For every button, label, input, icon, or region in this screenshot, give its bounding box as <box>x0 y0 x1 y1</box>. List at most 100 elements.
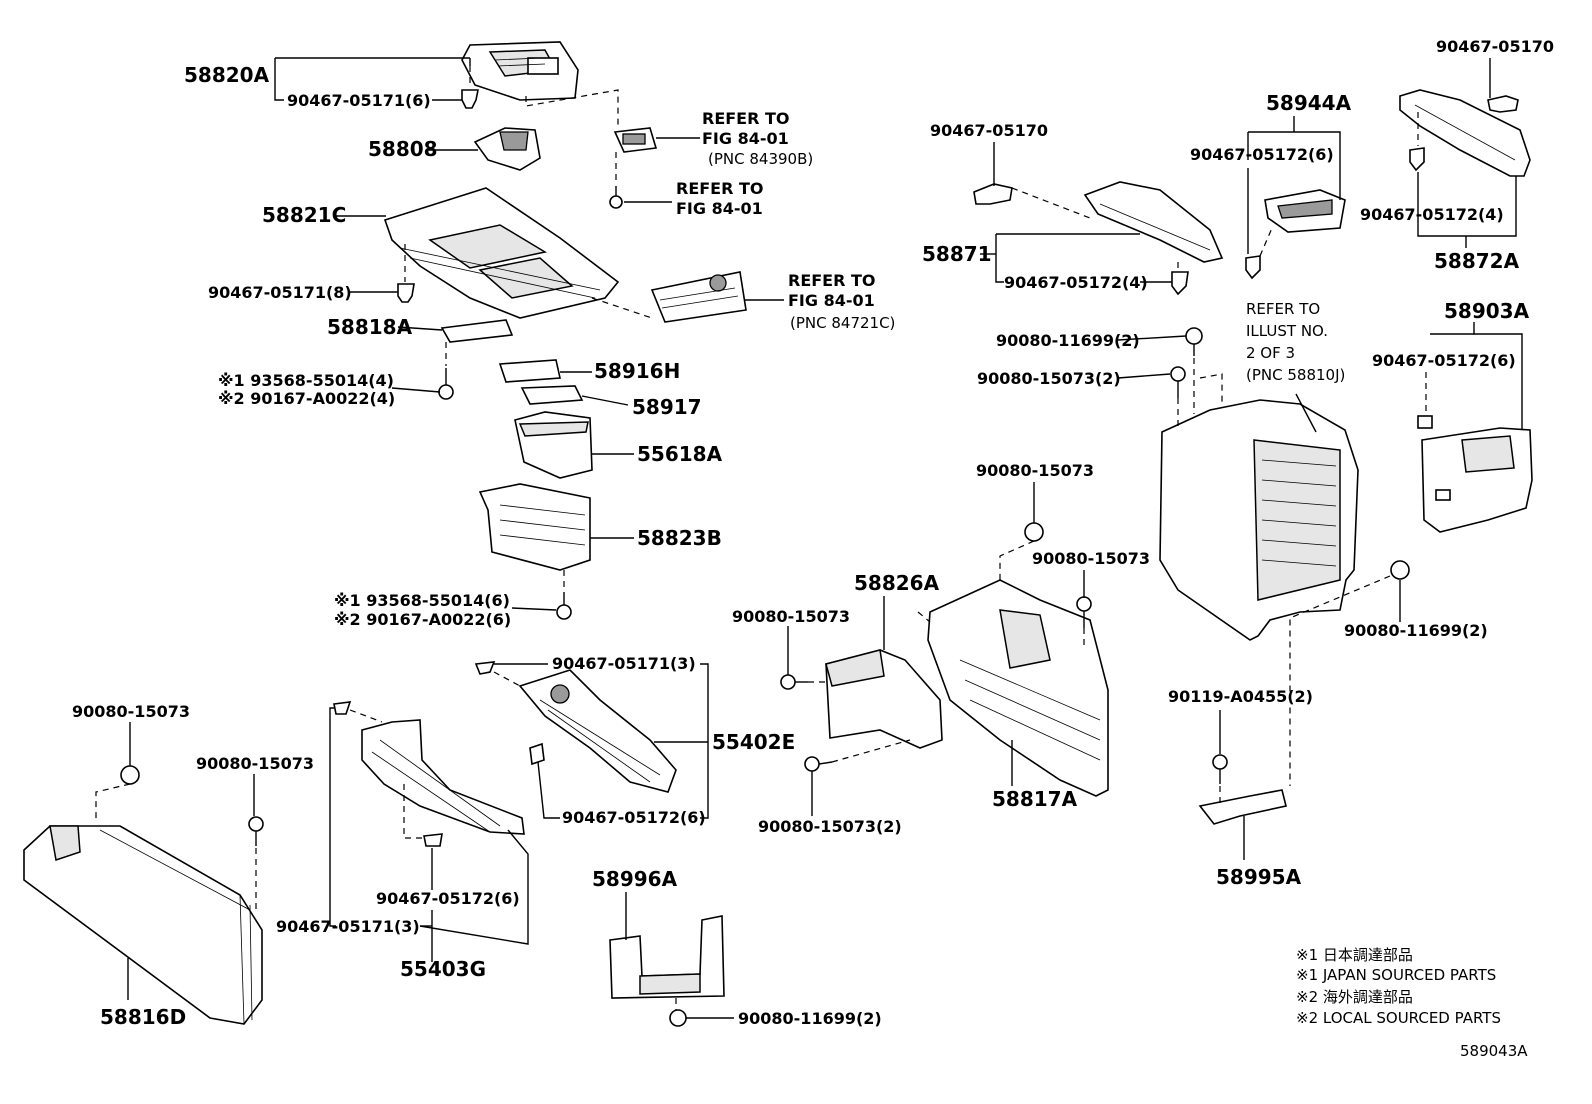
label-58808: 58808 <box>368 137 438 161</box>
label-58821C: 58821C <box>262 203 346 227</box>
refer-58810J-line4: (PNC 58810J) <box>1246 366 1345 384</box>
screw-90080-15073-d <box>804 756 833 772</box>
label-90467-05172-4-b: 90467-05172(4) <box>1360 205 1504 224</box>
label-90080-15073-2-b: 90080-15073(2) <box>977 369 1121 388</box>
part-58816D-drawing <box>23 825 263 1025</box>
screw-refer-fig <box>609 186 623 209</box>
screw-90080-15073-f <box>1076 596 1092 628</box>
clip-90467-05172-b <box>423 833 443 847</box>
label-58820A: 58820A <box>184 63 270 87</box>
nut-90080-11699-c <box>1390 560 1410 580</box>
refer-84390B-line3: (PNC 84390B) <box>708 150 813 168</box>
screw-90080-15073-b <box>248 816 264 846</box>
note-1-en: ※1 JAPAN SOURCED PARTS <box>1296 966 1496 984</box>
label-55402E: 55402E <box>712 730 795 754</box>
nut-90080-15073-a <box>120 765 140 785</box>
label-90167-A0022-6: ※2 90167-A0022(6) <box>334 610 511 629</box>
label-90467-05171-8: 90467-05171(8) <box>208 283 352 302</box>
refer-84721C-line1: REFER TO <box>788 271 876 290</box>
label-90080-15073-e: 90080-15073 <box>1032 549 1150 568</box>
label-58816D: 58816D <box>100 1005 186 1029</box>
label-90467-05172-4-a: 90467-05172(4) <box>1004 273 1148 292</box>
clip-90467-05172-c <box>1171 271 1189 296</box>
label-58996A: 58996A <box>592 867 678 891</box>
part-58808-drawing <box>473 127 541 171</box>
clip-90467-05171-b <box>397 283 415 303</box>
nut-90080-11699-a <box>669 1009 687 1027</box>
part-58903A-drawing <box>1421 427 1533 533</box>
labels-left-column: 58820A 90467-05171(6) 58808 58821C 90467… <box>72 63 882 1029</box>
label-90080-15073-2-a: 90080-15073(2) <box>758 817 902 836</box>
note-2-en: ※2 LOCAL SOURCED PARTS <box>1296 1009 1501 1027</box>
label-58871: 58871 <box>922 242 992 266</box>
label-58826A: 58826A <box>854 571 940 595</box>
clip-90467-05171-a <box>461 89 479 109</box>
label-58817A: 58817A <box>992 787 1078 811</box>
refer-84721C-line3: (PNC 84721C) <box>790 314 895 332</box>
clip-90467-05172-d <box>1245 255 1261 280</box>
refer-58810J-line2: ILLUST NO. <box>1246 322 1328 340</box>
label-90080-15073-left: 90080-15073 <box>72 702 190 721</box>
part-58820A-drawing <box>461 41 579 101</box>
label-55403G: 55403G <box>400 957 486 981</box>
refer-58810J-line1: REFER TO <box>1246 300 1320 318</box>
screw-90119-A0455 <box>1212 754 1228 784</box>
screw-90080-15073-c <box>780 674 808 690</box>
label-90467-05172-6-b: 90467-05172(6) <box>376 889 520 908</box>
label-55618A: 55618A <box>637 442 723 466</box>
module-84390B-drawing <box>613 127 658 153</box>
clip-90467-05170-a <box>973 183 1013 205</box>
label-93568-55014-6: ※1 93568-55014(6) <box>334 591 510 610</box>
leader-lines <box>95 57 1523 1019</box>
note-1-jp: ※1 日本調達部品 <box>1296 946 1413 964</box>
clip-90467-05171-c <box>474 661 496 675</box>
part-55402E-drawing <box>518 669 677 793</box>
labels-middle: 90080-15073 58826A 90080-15073(2) 90467-… <box>732 121 1150 836</box>
part-58996A-drawing <box>609 915 725 999</box>
labels-right: 58944A 90467-05172(6) 90467-05170 90467-… <box>1168 37 1554 889</box>
label-58916H: 58916H <box>594 359 680 383</box>
part-58817A-drawing <box>927 579 1109 797</box>
clip-90467-05172-e <box>1409 147 1425 172</box>
clip-90467-05172-a <box>529 742 545 766</box>
screw-93568-a <box>438 368 454 400</box>
part-58995A-drawing <box>1198 789 1287 825</box>
label-90080-11699-2-b: 90080-11699(2) <box>1344 621 1488 640</box>
label-90080-15073-mid: 90080-15073 <box>196 754 314 773</box>
screw-90080-15073-g <box>1170 366 1186 398</box>
refer-84390B-line1: REFER TO <box>702 109 790 128</box>
part-58821C-drawing <box>383 187 620 319</box>
label-90467-05170-b: 90467-05170 <box>1436 37 1554 56</box>
part-58823B-drawing <box>478 483 591 571</box>
label-90080-15073-d: 90080-15073 <box>976 461 1094 480</box>
label-58917: 58917 <box>632 395 702 419</box>
label-90467-05171-3-a: 90467-05171(3) <box>552 654 696 673</box>
label-90080-15073-c: 90080-15073 <box>732 607 850 626</box>
label-90467-05172-6-d: 90467-05172(6) <box>1372 351 1516 370</box>
part-58944A-drawing <box>1264 189 1346 233</box>
part-55618A-drawing <box>514 411 593 479</box>
refer-58810J-line3: 2 OF 3 <box>1246 344 1295 362</box>
label-58872A: 58872A <box>1434 249 1520 273</box>
clip-90467-05172-f <box>1417 415 1433 429</box>
part-58826A-drawing <box>825 649 943 749</box>
label-90467-05170-a: 90467-05170 <box>930 121 1048 140</box>
console-box-drawing <box>1159 399 1359 641</box>
label-58823B: 58823B <box>637 526 722 550</box>
part-58818A-drawing <box>440 319 514 343</box>
label-90467-05171-3-b: 90467-05171(3) <box>276 917 420 936</box>
part-55403G-drawing <box>361 719 525 835</box>
label-90467-05171-6: 90467-05171(6) <box>287 91 431 110</box>
nut-90080-15073-e <box>1024 522 1044 542</box>
label-58903A: 58903A <box>1444 299 1530 323</box>
refer-84390B-line2: FIG 84-01 <box>702 129 789 148</box>
nut-90080-11699-b <box>1185 327 1203 356</box>
label-58818A: 58818A <box>327 315 413 339</box>
refer-84721C-line2: FIG 84-01 <box>788 291 875 310</box>
part-58871-drawing <box>1083 181 1224 263</box>
screw-93568-b <box>556 592 572 620</box>
label-58995A: 58995A <box>1216 865 1302 889</box>
clip-90467-05170-b <box>1487 95 1519 113</box>
